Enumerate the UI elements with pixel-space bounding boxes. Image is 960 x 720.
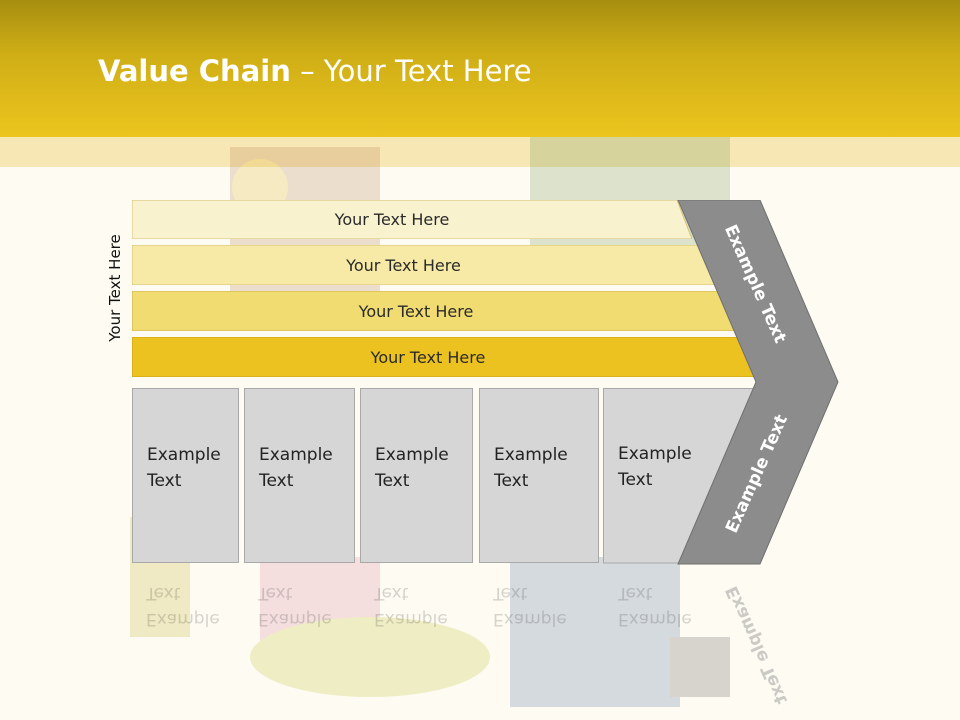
bar-4-label: Your Text Here bbox=[370, 347, 486, 367]
title-bold: Value Chain bbox=[98, 54, 291, 88]
column-4-reflection-line2: Text bbox=[493, 583, 528, 603]
column-4: Example Text bbox=[479, 388, 599, 563]
slide-title: Value Chain – Your Text Here bbox=[98, 54, 532, 88]
header-band bbox=[0, 137, 960, 167]
side-label: Your Text Here bbox=[106, 234, 124, 342]
column-3-reflection: Example Text bbox=[360, 565, 473, 685]
column-3-line1: Example bbox=[375, 445, 449, 465]
bar-2-shape bbox=[132, 245, 715, 285]
bar-2-label: Your Text Here bbox=[346, 255, 461, 275]
column-3-reflection-line2: Text bbox=[374, 583, 409, 603]
bar-4-shape bbox=[132, 337, 764, 377]
column-5-reflection-line2: Text bbox=[618, 583, 653, 603]
title-rest: – Your Text Here bbox=[290, 54, 532, 88]
column-5-reflection: Example Text bbox=[604, 565, 724, 685]
column-1: Example Text bbox=[132, 388, 239, 563]
column-4-reflection-line1: Example bbox=[493, 609, 567, 629]
column-2-reflection-line1: Example bbox=[258, 609, 332, 629]
title-bar bbox=[0, 0, 960, 137]
bar-4: Your Text Here bbox=[132, 337, 764, 377]
chevron-shape bbox=[677, 200, 839, 565]
column-2-reflection-line2: Text bbox=[258, 583, 293, 603]
bar-3-shape bbox=[132, 291, 740, 331]
column-2-line1: Example bbox=[259, 445, 333, 465]
column-3-reflection-line1: Example bbox=[374, 609, 448, 629]
column-1-line2: Text bbox=[147, 471, 182, 491]
bar-1-shape bbox=[132, 200, 692, 239]
bar-3: Your Text Here bbox=[132, 291, 740, 331]
column-3: Example Text bbox=[360, 388, 473, 563]
column-5-reflection-line1: Example bbox=[618, 609, 692, 629]
column-1-reflection: Example Text bbox=[132, 565, 239, 685]
bar-3-label: Your Text Here bbox=[358, 301, 474, 321]
bar-2: Your Text Here bbox=[132, 245, 715, 285]
column-4-line2: Text bbox=[494, 471, 529, 491]
bar-1-label: Your Text Here bbox=[334, 210, 450, 229]
column-2-reflection: Example Text bbox=[244, 565, 355, 685]
column-5-line2: Text bbox=[618, 470, 653, 490]
column-5-line1: Example bbox=[618, 444, 692, 464]
column-1-line1: Example bbox=[147, 445, 221, 465]
column-1-reflection-line1: Example bbox=[146, 609, 220, 629]
column-2-line2: Text bbox=[259, 471, 294, 491]
bar-1: Your Text Here bbox=[132, 200, 692, 239]
column-1-reflection-line2: Text bbox=[146, 583, 181, 603]
column-4-line1: Example bbox=[494, 445, 568, 465]
column-5: Example Text bbox=[604, 388, 692, 493]
column-3-line2: Text bbox=[375, 471, 410, 491]
column-4-reflection: Example Text bbox=[479, 565, 599, 685]
column-2: Example Text bbox=[244, 388, 355, 563]
